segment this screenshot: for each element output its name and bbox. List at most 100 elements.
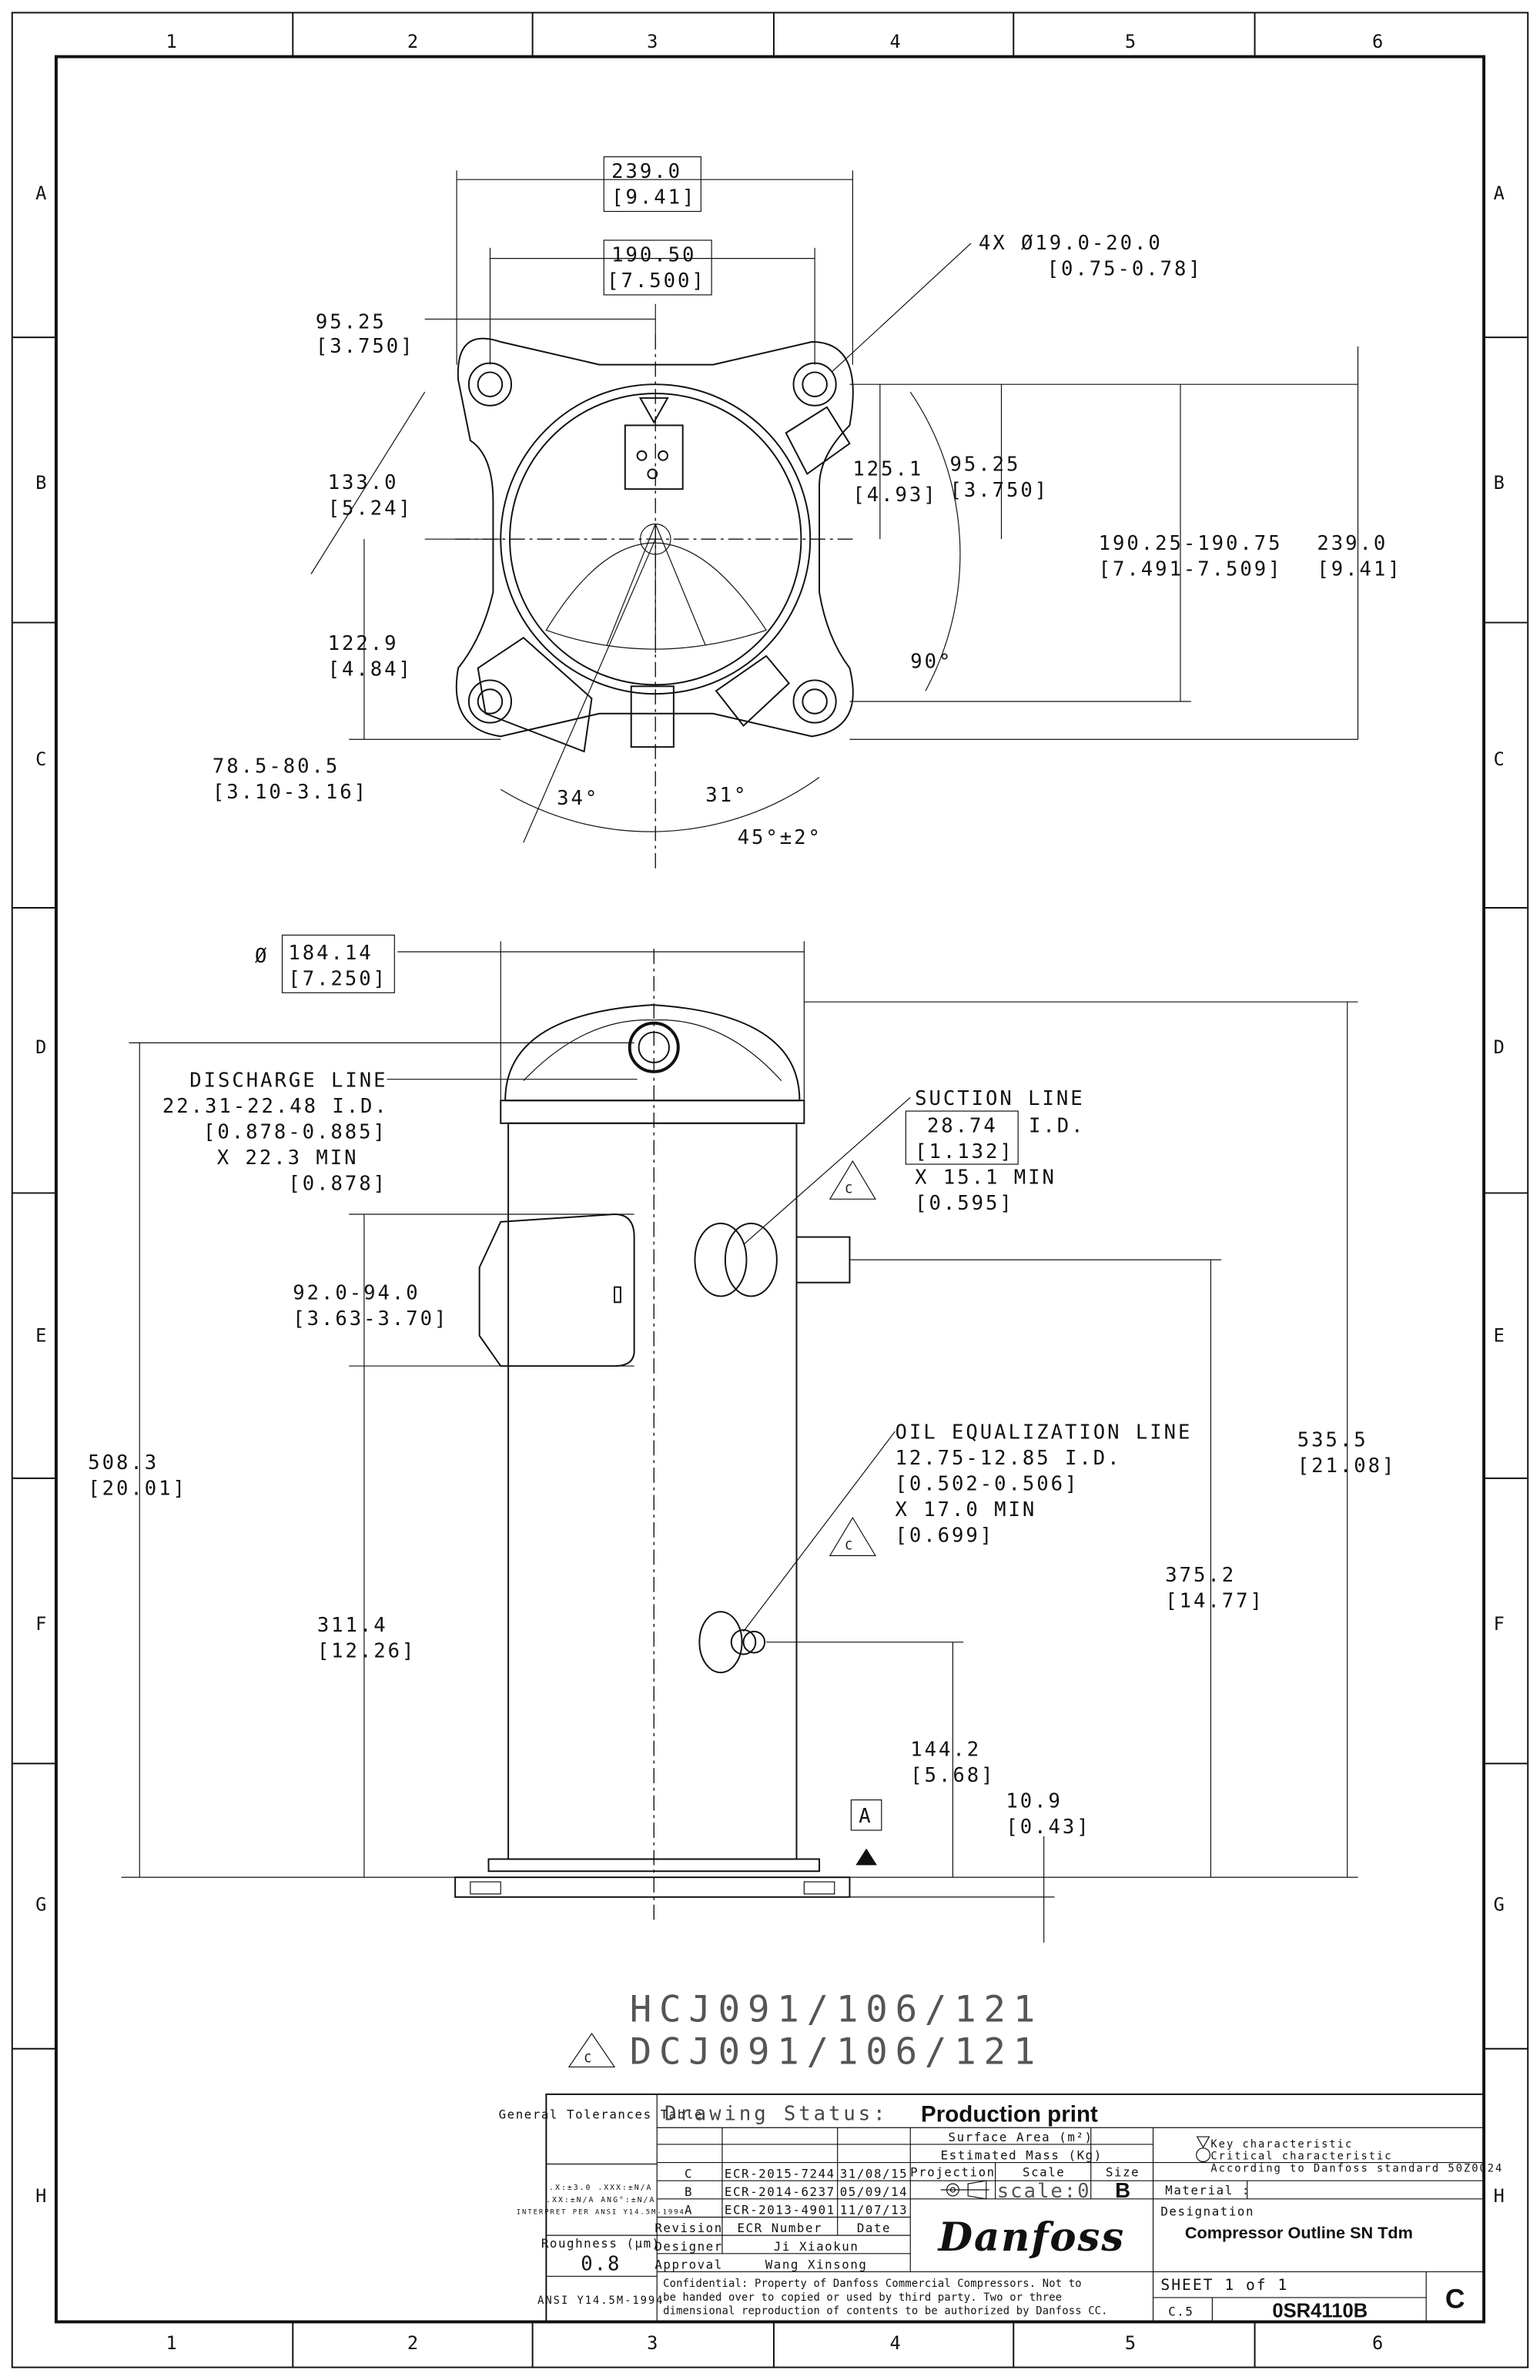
scale-value: scale:0 (997, 2180, 1091, 2203)
column-header: Revision (654, 2221, 722, 2235)
top-view-dimension-lines (310, 170, 1359, 843)
revision-flag: C (845, 1181, 854, 1196)
dim-text: 144.2 (910, 1738, 981, 1761)
side-view-dimensions: Ø 184.14 [7.250] DISCHARGE LINE 22.31-22… (88, 934, 1397, 1866)
tolerances-title: General Tolerances Table (499, 2107, 703, 2121)
row-label: E (1494, 1325, 1505, 1347)
col-label: 3 (647, 2332, 658, 2354)
dim-text: 190.50 (611, 244, 696, 267)
designation: Compressor Outline SN Tdm (1185, 2223, 1413, 2242)
discharge-line-label: DISCHARGE LINE (189, 1069, 387, 1093)
row-label: C (1494, 748, 1505, 770)
row-label: G (1494, 1893, 1505, 1915)
size-value: B (1115, 2178, 1130, 2202)
designer-name: Ji Xiaokun (774, 2239, 859, 2254)
dim-text: 12.75-12.85 I.D. (896, 1447, 1122, 1470)
col-label: 3 (647, 31, 658, 52)
dim-text: [4.93] (852, 484, 937, 507)
designation-label: Designation (1160, 2204, 1254, 2219)
dim-text: [3.10-3.16] (213, 781, 368, 804)
dim-text: 95.25 (316, 310, 387, 333)
dim-text: [0.699] (896, 1525, 995, 1548)
standard: ANSI Y14.5M-1994 (537, 2295, 664, 2307)
col-label: 4 (889, 31, 900, 52)
row-label: G (35, 1893, 46, 1915)
col-label: 6 (1372, 2332, 1383, 2354)
row-label: D (1494, 1036, 1505, 1058)
dim-text: X 17.0 MIN (896, 1498, 1037, 1521)
dim-text: [20.01] (88, 1478, 187, 1501)
sheet-number: SHEET 1 of 1 (1160, 2276, 1288, 2294)
revision-date: 11/07/13 (840, 2203, 908, 2218)
title-block-text: General Tolerances Table .X:±3.0 .XXX:±N… (499, 2101, 1502, 2322)
dim-text: [0.878-0.885] (203, 1121, 387, 1144)
dim-text: [5.68] (910, 1764, 995, 1787)
title-block (545, 2093, 1485, 2323)
row-label: F (35, 1613, 46, 1635)
size-label: Size (1106, 2164, 1140, 2179)
approval-label: Approval (654, 2257, 722, 2271)
revision-date: 05/09/14 (840, 2184, 908, 2199)
col-label: 2 (407, 2332, 418, 2354)
row-label: F (1494, 1613, 1505, 1635)
datum-label: A (859, 1805, 872, 1828)
dim-text: 10.9 (1006, 1789, 1063, 1813)
dim-text: [0.595] (915, 1192, 1014, 1215)
dim-text: 239.0 (1317, 532, 1388, 555)
dim-text: [21.08] (1297, 1454, 1397, 1478)
revision-flag: C (845, 1538, 854, 1552)
confidential-note: be handed over to copied or used by thir… (663, 2291, 1062, 2304)
dim-text: 95.25 (949, 454, 1020, 477)
material-label: Material : (1165, 2183, 1250, 2198)
dim-text: [0.878] (288, 1173, 387, 1196)
revision-flag-icon (829, 1160, 876, 1200)
classification: C.5 (1168, 2305, 1194, 2319)
dim-text: 31° (705, 784, 748, 807)
dim-text: 184.14 (288, 942, 373, 965)
dim-text: 508.3 (88, 1451, 159, 1475)
dim-text: [0.75-0.78] (1047, 257, 1203, 280)
dim-text: 28.74 (927, 1115, 998, 1138)
dim-text: [9.41] (1317, 557, 1401, 581)
ecr-number: ECR-2013-4901 (725, 2203, 835, 2218)
tolerance-line: .X:±3.0 .XXX:±N/A (549, 2184, 652, 2192)
key-characteristic-icon (1196, 2136, 1210, 2149)
grid-column-labels: 1 2 3 4 5 6 1 2 3 4 5 6 (166, 31, 1384, 2354)
model-name: DCJ091/106/121 (630, 2030, 1043, 2073)
dim-text: X 15.1 MIN (915, 1167, 1056, 1190)
scale-label: Scale (1023, 2164, 1065, 2179)
row-label: H (1494, 2185, 1505, 2207)
projection-label: Projection (910, 2164, 996, 2179)
designer-label: Designer (654, 2239, 722, 2254)
revision-flag-icon (567, 2033, 616, 2068)
dim-text: [3.63-3.70] (293, 1307, 448, 1331)
row-label: D (35, 1036, 46, 1058)
col-label: 4 (889, 2332, 900, 2354)
drawing-status-label: Drawing Status: (665, 2102, 888, 2125)
row-label: A (35, 182, 46, 204)
col-label: 5 (1125, 31, 1136, 52)
revision-flag: C (584, 2051, 593, 2066)
roughness-value: 0.8 (581, 2252, 621, 2275)
datum-box (850, 1799, 882, 1831)
drawing-number: 0SR4110B (1272, 2301, 1368, 2322)
diameter-symbol: Ø (255, 945, 269, 968)
dim-text: 45°±2° (738, 826, 822, 849)
dim-text: [0.502-0.506] (896, 1473, 1080, 1496)
critical-characteristic: Critical characteristic (1210, 2151, 1392, 2163)
dim-text: 535.5 (1297, 1429, 1368, 1452)
dim-text: 190.25-190.75 (1099, 532, 1283, 555)
grid-row-labels: A B C D E F G H A B C D E F G H (35, 182, 1505, 2207)
dim-text: 122.9 (328, 632, 399, 655)
revision-letter: B (685, 2184, 693, 2199)
row-label: H (35, 2185, 46, 2207)
dim-text: 375.2 (1165, 1564, 1236, 1587)
dim-text: I.D. (1029, 1115, 1086, 1138)
datum-triangle-icon (855, 1848, 877, 1866)
row-label: A (1494, 182, 1505, 204)
drawing-revision: C (1445, 2284, 1465, 2315)
dim-text: 92.0-94.0 (293, 1281, 420, 1304)
row-label: B (35, 472, 46, 494)
dim-text: [7.500] (607, 269, 706, 293)
